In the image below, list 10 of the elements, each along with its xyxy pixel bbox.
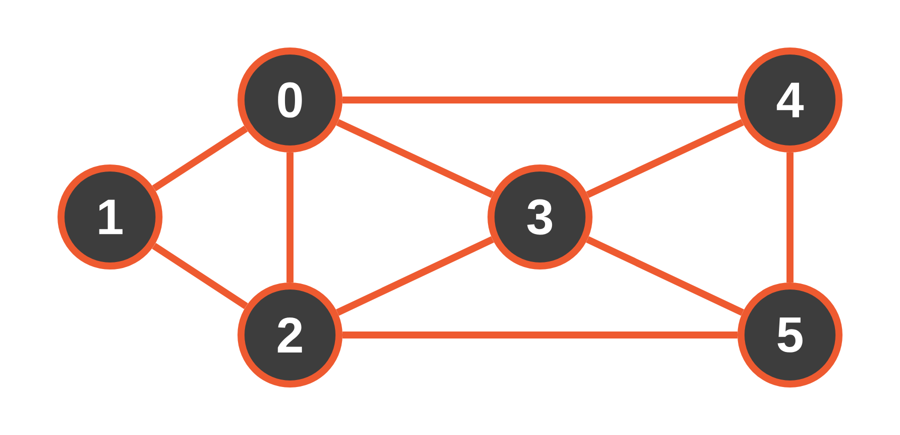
edge-line [342,331,738,338]
edge-line [152,126,248,192]
edge-line [586,236,744,316]
edge-line [342,96,738,104]
edge-line [336,236,494,316]
edge-line [586,119,744,198]
edge-line [786,152,794,282]
edge-line [286,152,294,282]
edge-line [336,119,494,198]
edge-line [152,242,248,310]
